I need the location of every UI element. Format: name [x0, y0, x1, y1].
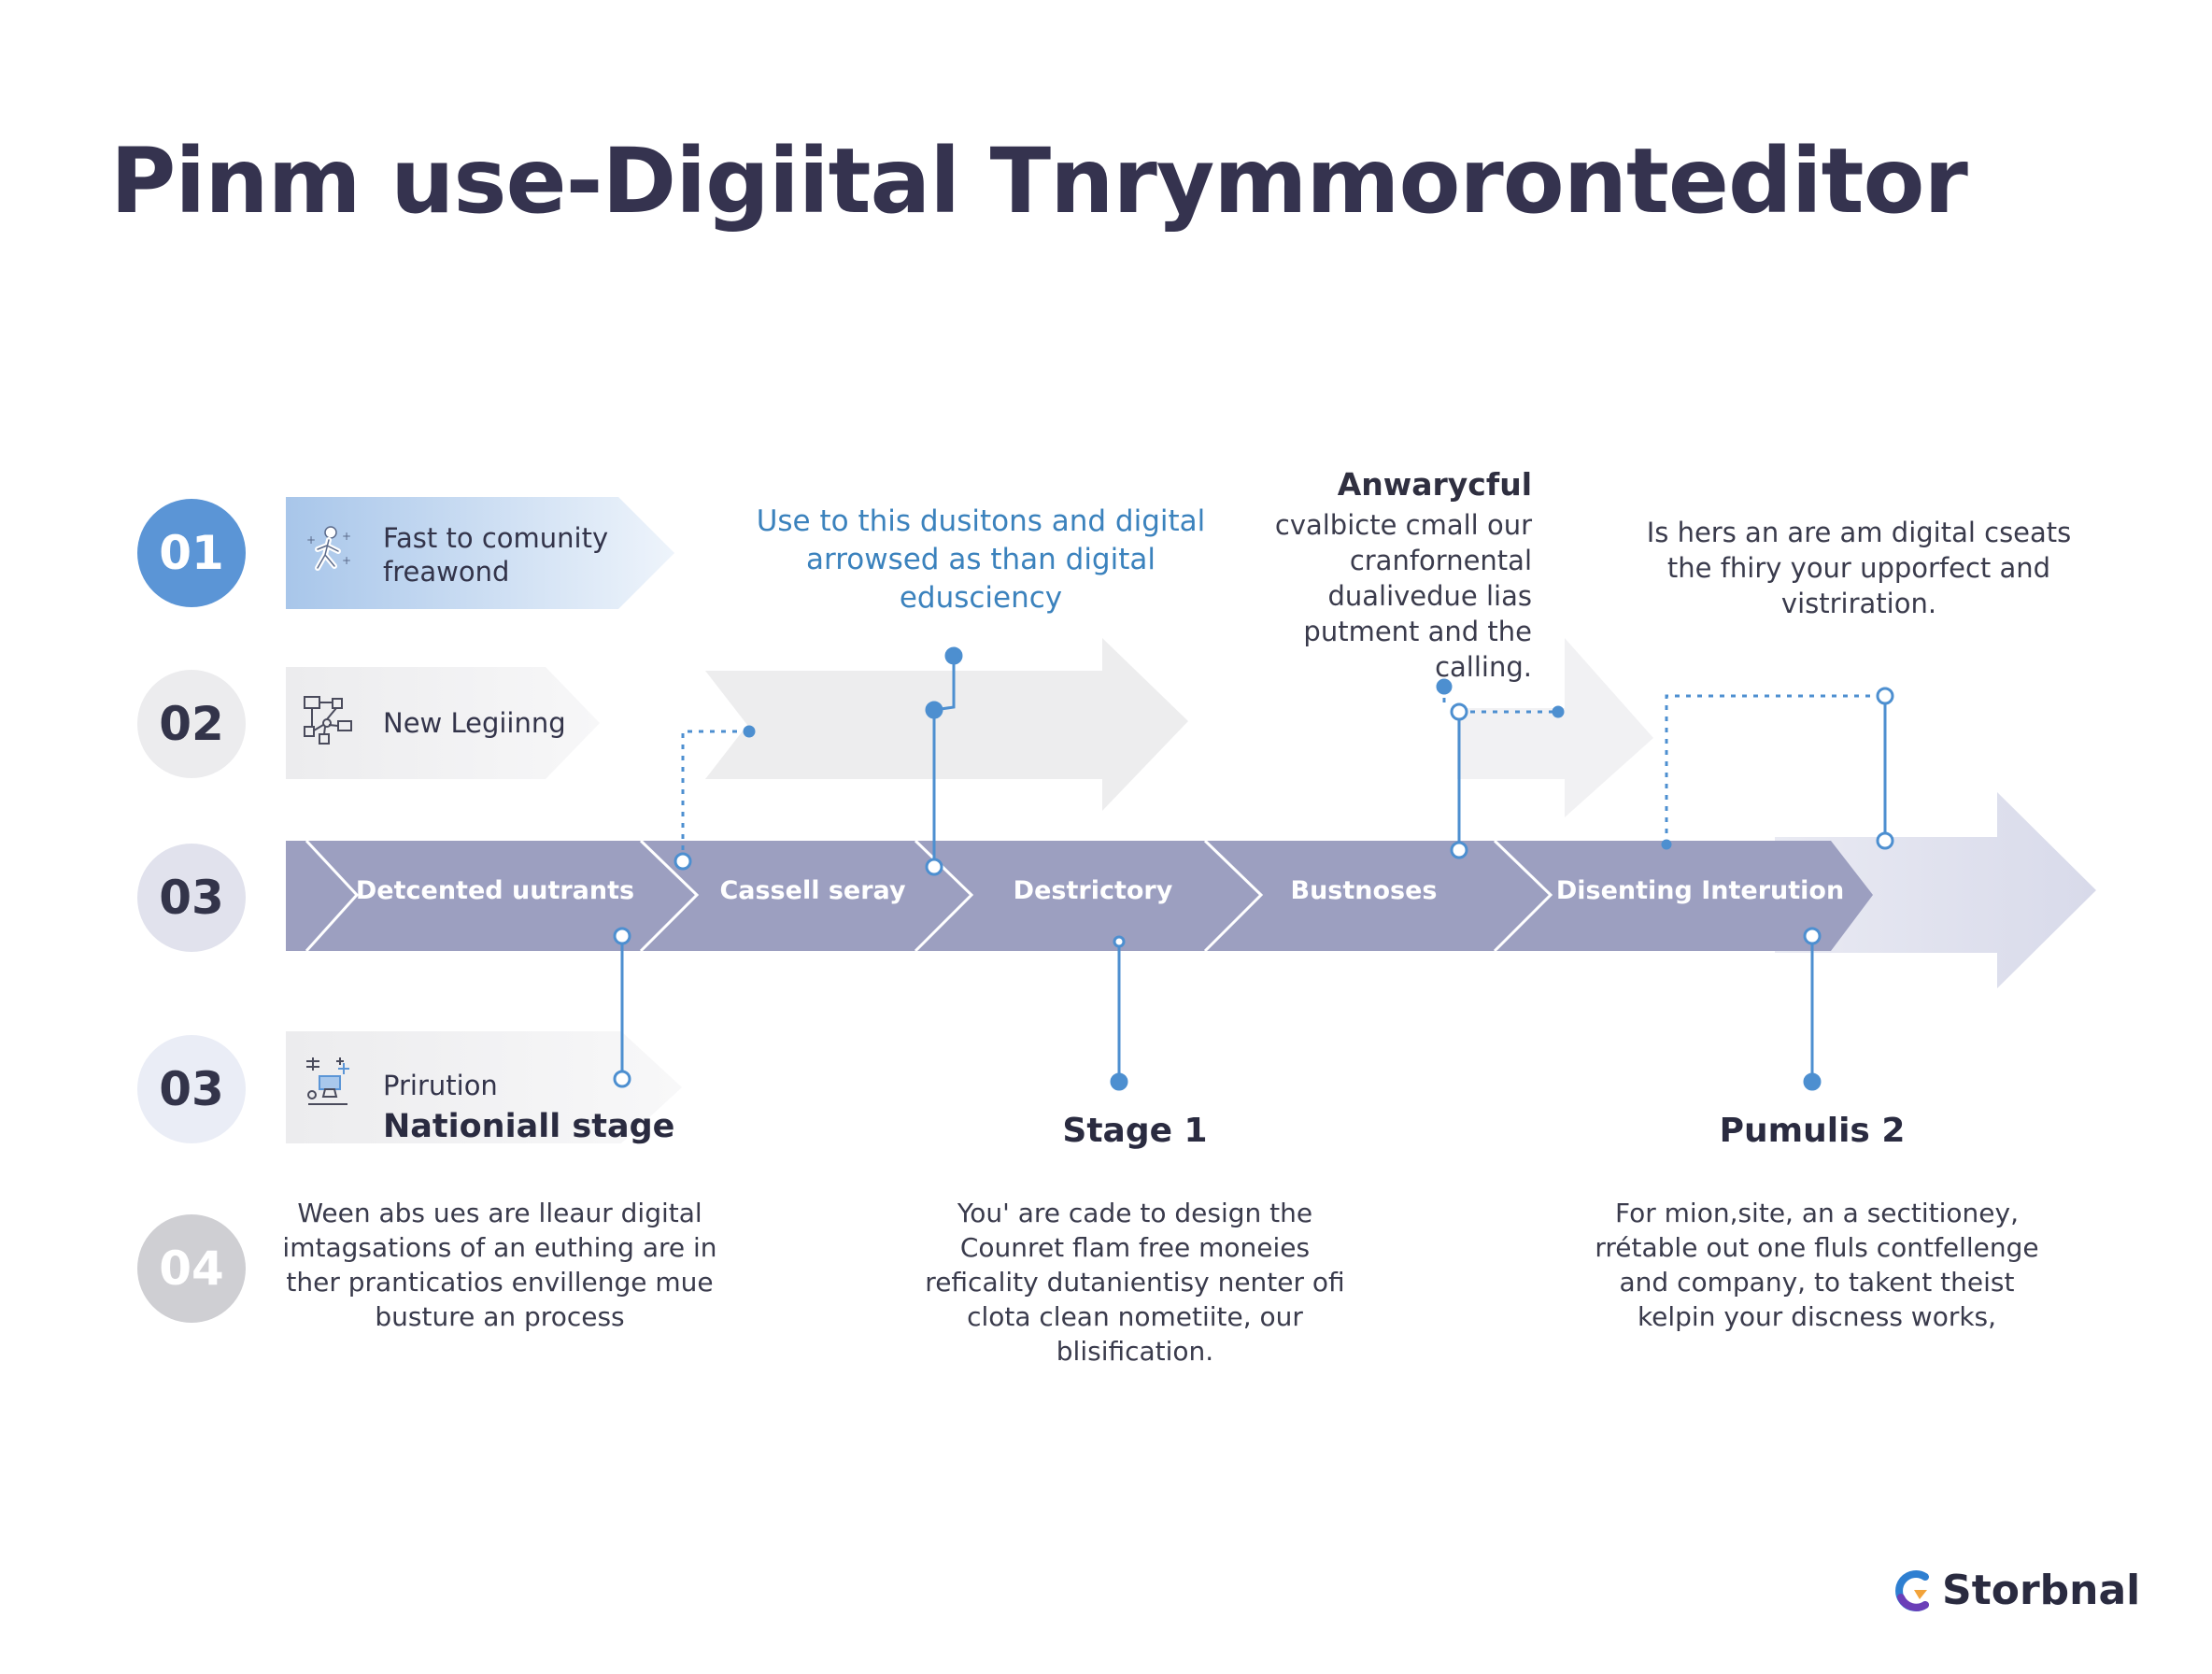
callout-text: cvalbicte cmall our cranfornental dualiv… [1274, 509, 1532, 683]
callout-top-right: Is hers an are am digital cseats the fhi… [1646, 517, 2072, 619]
segment-label-3: Destrictory [1013, 876, 1173, 905]
page-title: Pinm use-Digiital Tnrymmoronteditor [110, 129, 1968, 234]
segment-label-1: Detcented uutrants [355, 876, 635, 905]
svg-text:+: + [342, 530, 351, 543]
main-arrow-tail [1775, 792, 2096, 988]
step-number-03: 03 [137, 844, 246, 952]
segment-label-4: Bustnoses [1290, 876, 1438, 905]
row-label-02: New Legiinng [383, 707, 566, 739]
step-number-03b: 03 [137, 1035, 246, 1143]
row-label-03b: Prirution [383, 1070, 498, 1101]
step-number-02: 02 [137, 670, 246, 778]
segment-label-2: Cassell seray [719, 876, 906, 905]
step-number-01: 01 [137, 499, 246, 607]
segment-label-5: Disenting Interution [1555, 876, 1845, 905]
person-walking-icon: + + + [306, 526, 351, 571]
brand-name: Storbnal [1942, 1567, 2141, 1614]
callout-title: Anwarycful [1337, 466, 1532, 503]
description-3: For mion,site, an a sectitioney, rrétabl… [1595, 1198, 2039, 1332]
bg-arrow-1 [705, 638, 1188, 811]
description-1: Ween abs ues are lleaur digital imtagsat… [282, 1198, 717, 1332]
workstation-icon [306, 1057, 349, 1105]
row-arrow-04 [286, 1031, 682, 1143]
callout-top-blue: Use to this dusitons and digital arrowse… [756, 504, 1206, 615]
brand: Storbnal [1892, 1567, 2140, 1614]
row-sublabel-03b: Nationiall stage [383, 1108, 675, 1145]
brand-logo-icon [1895, 1569, 1929, 1611]
description-2: You' are cade to design the Counret flam… [925, 1198, 1345, 1367]
row-arrow-02 [286, 667, 600, 779]
pumulis-2-heading: Pumulis 2 [1719, 1112, 1906, 1150]
row-label-01: Fast to comunity freawond [383, 522, 609, 588]
svg-text:+: + [306, 533, 316, 546]
bg-arrow-2 [1457, 638, 1653, 817]
row-arrow-01 [286, 497, 674, 609]
step-number-04: 04 [137, 1214, 246, 1323]
svg-text:+: + [342, 554, 351, 567]
network-nodes-icon [304, 696, 352, 745]
connector-dots [613, 646, 1894, 1091]
stage-1-heading: Stage 1 [1062, 1112, 1208, 1150]
